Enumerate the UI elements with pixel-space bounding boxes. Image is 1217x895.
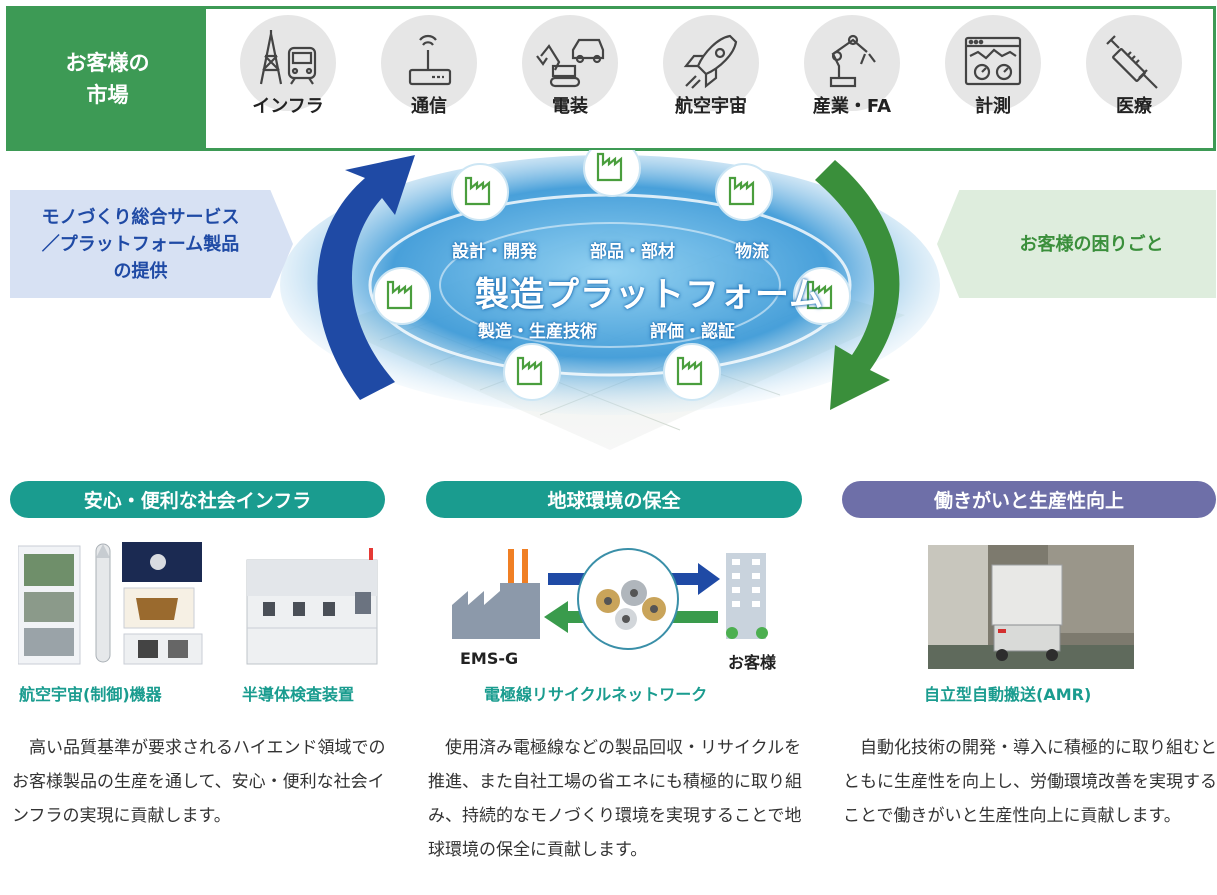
market-item-measurement: 計測: [926, 15, 1060, 137]
market-item-aerospace: 航空宇宙: [644, 15, 778, 137]
caption-amr: 自立型自動搬送(AMR): [924, 685, 1092, 704]
label-design: 設計・開発: [452, 242, 537, 262]
factory-icons: [373, 150, 851, 401]
label-production: 製造・生産技術: [478, 322, 597, 342]
market-label: 電装: [552, 96, 588, 117]
gauge-panel-icon: [945, 15, 1041, 111]
rocket-icon: [663, 15, 759, 111]
aerospace-equipment-image: [17, 540, 224, 670]
market-label: 産業・FA: [812, 96, 892, 117]
platform-title: 製造プラットフォーム: [475, 275, 824, 315]
green-cycle-arrow: [815, 160, 900, 410]
description-environment: 使用済み電極線などの製品回収・リサイクルを推進、また自社工場の省エネにも積極的に…: [428, 738, 802, 860]
caption-recycle-network: 電極線リサイクルネットワーク: [484, 685, 708, 704]
semiconductor-inspection-machine-image: [245, 548, 387, 670]
market-label: 通信: [411, 96, 447, 117]
caption-semiconductor-inspection: 半導体検査装置: [242, 685, 355, 704]
market-label: インフラ: [252, 96, 324, 117]
description-productivity: 自動化技術の開発・導入に積極的に取り組むとともに生産性を向上し、労働環境改善を実…: [843, 738, 1217, 826]
tower-train-icon: [240, 15, 336, 111]
caption-aerospace-equipment: 航空宇宙(制御)機器: [19, 685, 162, 704]
market-item-infra: インフラ: [221, 15, 355, 137]
factory-icon: [452, 549, 540, 639]
market-item-industrial-fa: 産業・FA: [785, 15, 919, 137]
manufacturing-platform-diagram: モノづくり総合サービス ／プラットフォーム製品 の提供 お客様の困りごと 製造プ…: [0, 150, 1217, 450]
label-logistics: 物流: [735, 242, 769, 262]
recycling-network-diagram: [448, 543, 788, 663]
robot-arm-icon: [804, 15, 900, 111]
blue-cycle-arrow: [317, 155, 415, 400]
platform-inner-ring: [439, 222, 781, 348]
customer-building-icon: [726, 553, 768, 639]
market-item-telecom: 通信: [362, 15, 496, 137]
market-label: 計測: [975, 96, 1011, 117]
heading-social-infrastructure: 安心・便利な社会インフラ: [10, 481, 385, 518]
syringe-icon: [1086, 15, 1182, 111]
description-social-infrastructure: 高い品質基準が要求されるハイエンド領域でのお客様製品の生産を通して、安心・便利な…: [12, 738, 386, 826]
market-label: 医療: [1116, 96, 1152, 117]
amr-photo: [928, 545, 1134, 669]
label-ems-g: EMS-G: [460, 649, 519, 668]
market-item-electrical: 電装: [503, 15, 637, 137]
market-heading: お客様の 市場: [9, 9, 206, 148]
customer-issues-box: お客様の困りごと: [937, 190, 1216, 298]
heading-productivity: 働きがいと生産性向上: [842, 481, 1216, 518]
customer-market-bar: お客様の 市場 インフラ 通信: [6, 6, 1216, 151]
label-evaluation: 評価・認証: [650, 322, 735, 342]
service-provision-box: モノづくり総合サービス ／プラットフォーム製品 の提供: [10, 190, 293, 298]
market-item-medical: 医療: [1067, 15, 1201, 137]
label-parts: 部品・部材: [590, 242, 675, 262]
excavator-car-icon: [522, 15, 618, 111]
router-icon: [381, 15, 477, 111]
market-label: 航空宇宙: [675, 96, 747, 117]
platform-graphic: [280, 150, 940, 450]
label-customer: お客様: [728, 653, 777, 672]
heading-environment: 地球環境の保全: [426, 481, 802, 518]
